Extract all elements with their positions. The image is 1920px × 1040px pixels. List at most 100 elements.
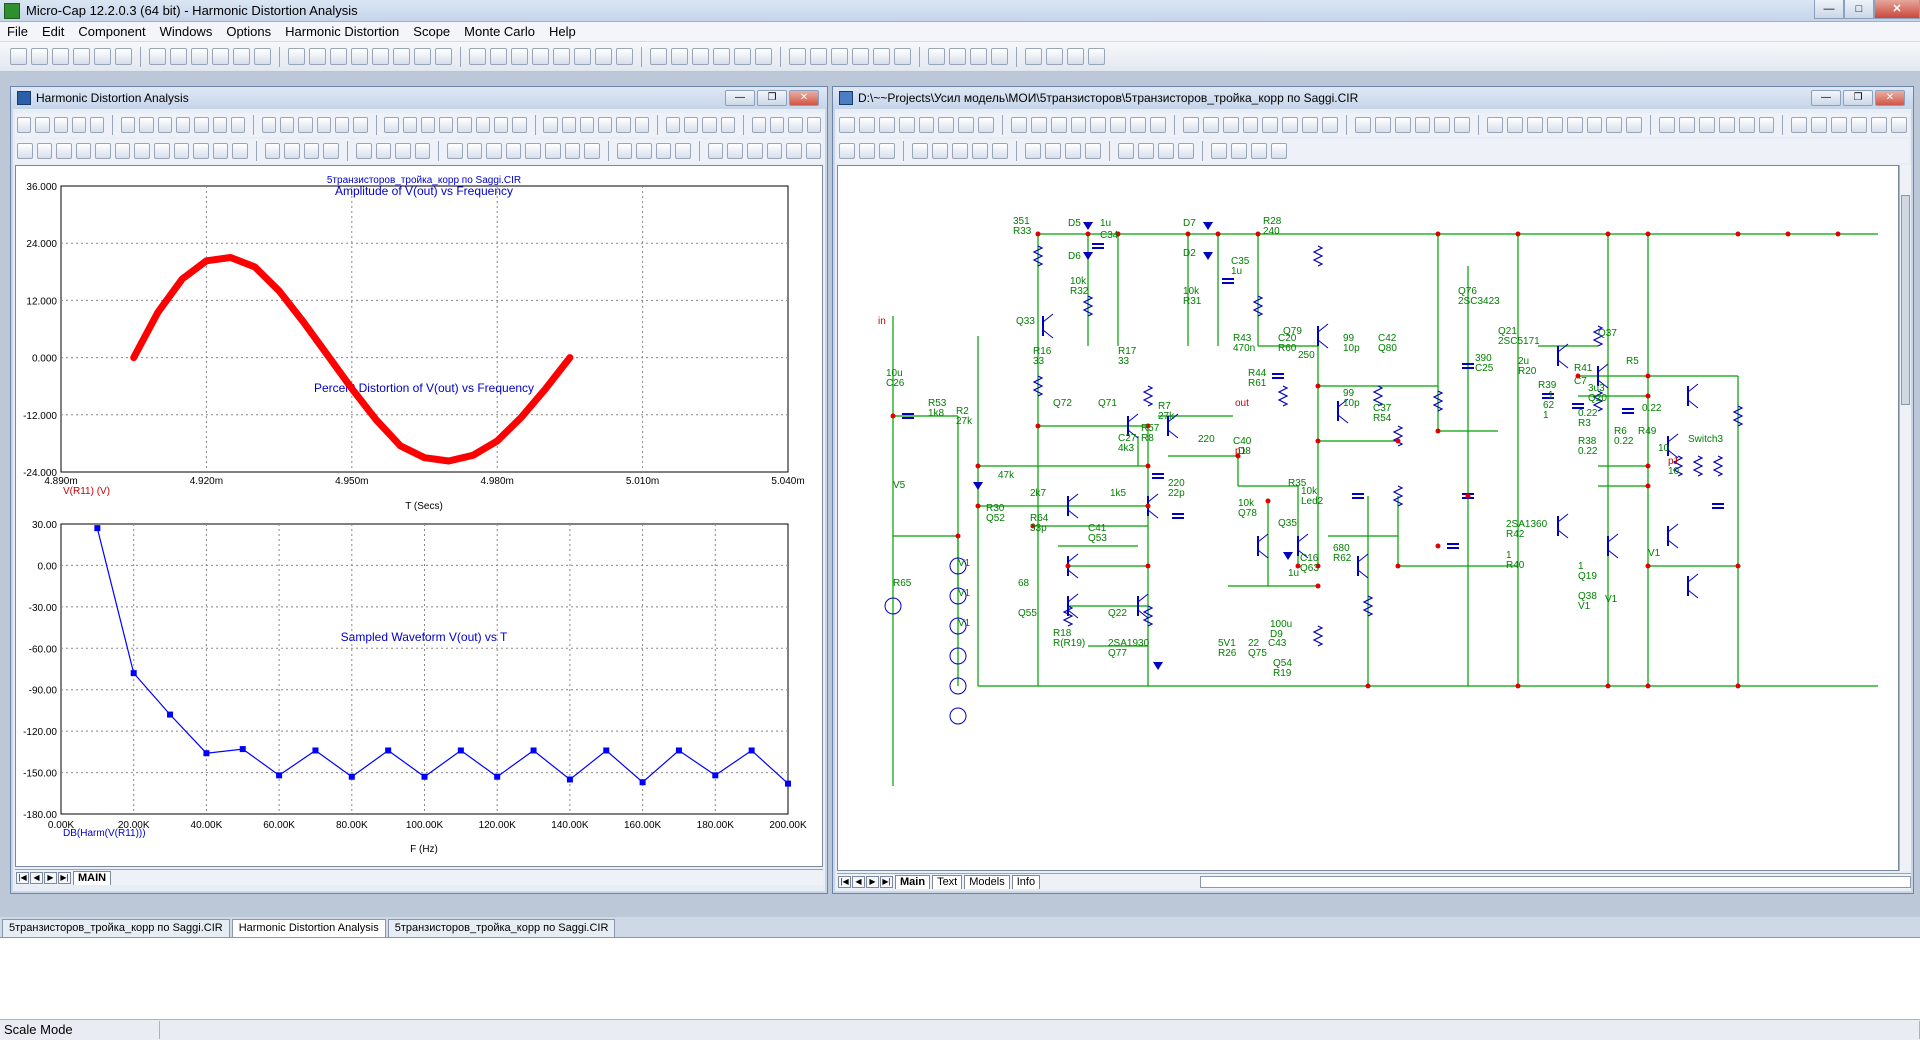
toolbar-button[interactable]	[707, 143, 724, 159]
toolbar-button[interactable]	[634, 117, 649, 133]
tab-schem-models[interactable]: Models	[964, 874, 1010, 889]
toolbar-button[interactable]	[713, 48, 730, 65]
toolbar-button[interactable]	[212, 117, 227, 133]
toolbar-button[interactable]	[938, 117, 955, 133]
toolbar-button[interactable]	[1030, 117, 1047, 133]
toolbar-button[interactable]	[805, 143, 822, 159]
toolbar-button[interactable]	[746, 143, 763, 159]
toolbar-button[interactable]	[420, 117, 436, 133]
next-page-button[interactable]: ▶	[44, 871, 57, 884]
toolbar-button[interactable]	[1050, 117, 1067, 133]
toolbar-button[interactable]	[1758, 117, 1775, 133]
toolbar-button[interactable]	[1090, 117, 1107, 133]
toolbar-button[interactable]	[1118, 143, 1134, 159]
toolbar-button[interactable]	[1811, 117, 1828, 133]
menu-file[interactable]: File	[7, 24, 28, 39]
toolbar-button[interactable]	[958, 117, 975, 133]
toolbar-button[interactable]	[435, 48, 452, 65]
toolbar-button[interactable]	[894, 48, 911, 65]
toolbar-button[interactable]	[1322, 117, 1338, 133]
toolbar-button[interactable]	[194, 117, 209, 133]
toolbar-button[interactable]	[751, 117, 767, 133]
close-button[interactable]: ✕	[1874, 0, 1920, 19]
output-pane[interactable]	[0, 937, 1920, 1019]
toolbar-button[interactable]	[1738, 117, 1755, 133]
toolbar-button[interactable]	[543, 117, 558, 133]
toolbar-button[interactable]	[1606, 117, 1623, 133]
toolbar-button[interactable]	[115, 48, 132, 65]
schem-close-button[interactable]: ✕	[1875, 90, 1905, 106]
toolbar-button[interactable]	[1890, 117, 1907, 133]
toolbar-button[interactable]	[439, 117, 454, 133]
toolbar-button[interactable]	[1507, 117, 1523, 133]
toolbar-button[interactable]	[970, 48, 987, 65]
toolbar-button[interactable]	[17, 143, 33, 159]
toolbar-button[interactable]	[584, 143, 600, 159]
toolbar-button[interactable]	[692, 48, 709, 65]
toolbar-button[interactable]	[665, 117, 681, 133]
doctab-hda[interactable]: Harmonic Distortion Analysis	[231, 919, 386, 937]
toolbar-button[interactable]	[475, 117, 490, 133]
toolbar-button[interactable]	[544, 143, 561, 159]
toolbar-button[interactable]	[1626, 117, 1643, 133]
toolbar-button[interactable]	[193, 143, 209, 159]
tab-main[interactable]: MAIN	[73, 870, 112, 885]
toolbar-button[interactable]	[393, 48, 410, 65]
toolbar-button[interactable]	[288, 48, 305, 65]
scroll-thumb[interactable]	[1901, 195, 1910, 405]
toolbar-button[interactable]	[878, 117, 895, 133]
hda-minimize-button[interactable]: —	[725, 90, 755, 106]
toolbar-button[interactable]	[898, 117, 915, 133]
schem-prev-button[interactable]: ◀	[852, 875, 865, 888]
toolbar-button[interactable]	[17, 117, 32, 133]
schematic-horizontal-scrollbar[interactable]	[1200, 875, 1911, 888]
menu-harmonic-distortion[interactable]: Harmonic Distortion	[285, 24, 400, 39]
toolbar-button[interactable]	[766, 143, 783, 159]
toolbar-button[interactable]	[233, 48, 250, 65]
toolbar-button[interactable]	[1110, 117, 1127, 133]
last-page-button[interactable]: ▶|	[58, 871, 71, 884]
menu-windows[interactable]: Windows	[159, 24, 213, 39]
toolbar-button[interactable]	[139, 117, 154, 133]
toolbar-button[interactable]	[561, 117, 576, 133]
doctab-schematic-2[interactable]: 5транзисторов_тройка_корр по Saggi.CIR	[387, 919, 616, 937]
toolbar-button[interactable]	[972, 143, 988, 159]
toolbar-button[interactable]	[457, 117, 472, 133]
toolbar-button[interactable]	[53, 117, 68, 133]
toolbar-button[interactable]	[952, 143, 968, 159]
menu-options[interactable]: Options	[226, 24, 272, 39]
toolbar-button[interactable]	[1586, 117, 1603, 133]
toolbar-button[interactable]	[212, 48, 229, 65]
toolbar-button[interactable]	[859, 143, 875, 159]
toolbar-button[interactable]	[616, 48, 633, 65]
toolbar-button[interactable]	[873, 48, 890, 65]
toolbar-button[interactable]	[351, 48, 368, 65]
toolbar-button[interactable]	[1065, 143, 1081, 159]
toolbar-button[interactable]	[949, 48, 966, 65]
hda-restore-button[interactable]: ❐	[757, 90, 787, 106]
toolbar-button[interactable]	[35, 117, 50, 133]
toolbar-button[interactable]	[298, 117, 313, 133]
toolbar-button[interactable]	[1211, 143, 1227, 159]
toolbar-button[interactable]	[121, 117, 136, 133]
toolbar-button[interactable]	[1025, 143, 1041, 159]
toolbar-button[interactable]	[36, 143, 53, 159]
toolbar-button[interactable]	[636, 143, 652, 159]
toolbar-button[interactable]	[71, 117, 87, 133]
toolbar-button[interactable]	[316, 117, 331, 133]
toolbar-button[interactable]	[52, 48, 69, 65]
toolbar-button[interactable]	[232, 143, 248, 159]
toolbar-button[interactable]	[1025, 48, 1042, 65]
toolbar-button[interactable]	[1046, 48, 1063, 65]
toolbar-button[interactable]	[879, 143, 895, 159]
toolbar-button[interactable]	[372, 48, 389, 65]
toolbar-button[interactable]	[1679, 117, 1695, 133]
toolbar-button[interactable]	[1088, 48, 1105, 65]
toolbar-button[interactable]	[490, 48, 507, 65]
toolbar-button[interactable]	[789, 48, 806, 65]
toolbar-button[interactable]	[532, 48, 549, 65]
toolbar-button[interactable]	[212, 143, 229, 159]
toolbar-button[interactable]	[95, 143, 111, 159]
toolbar-button[interactable]	[1526, 117, 1543, 133]
